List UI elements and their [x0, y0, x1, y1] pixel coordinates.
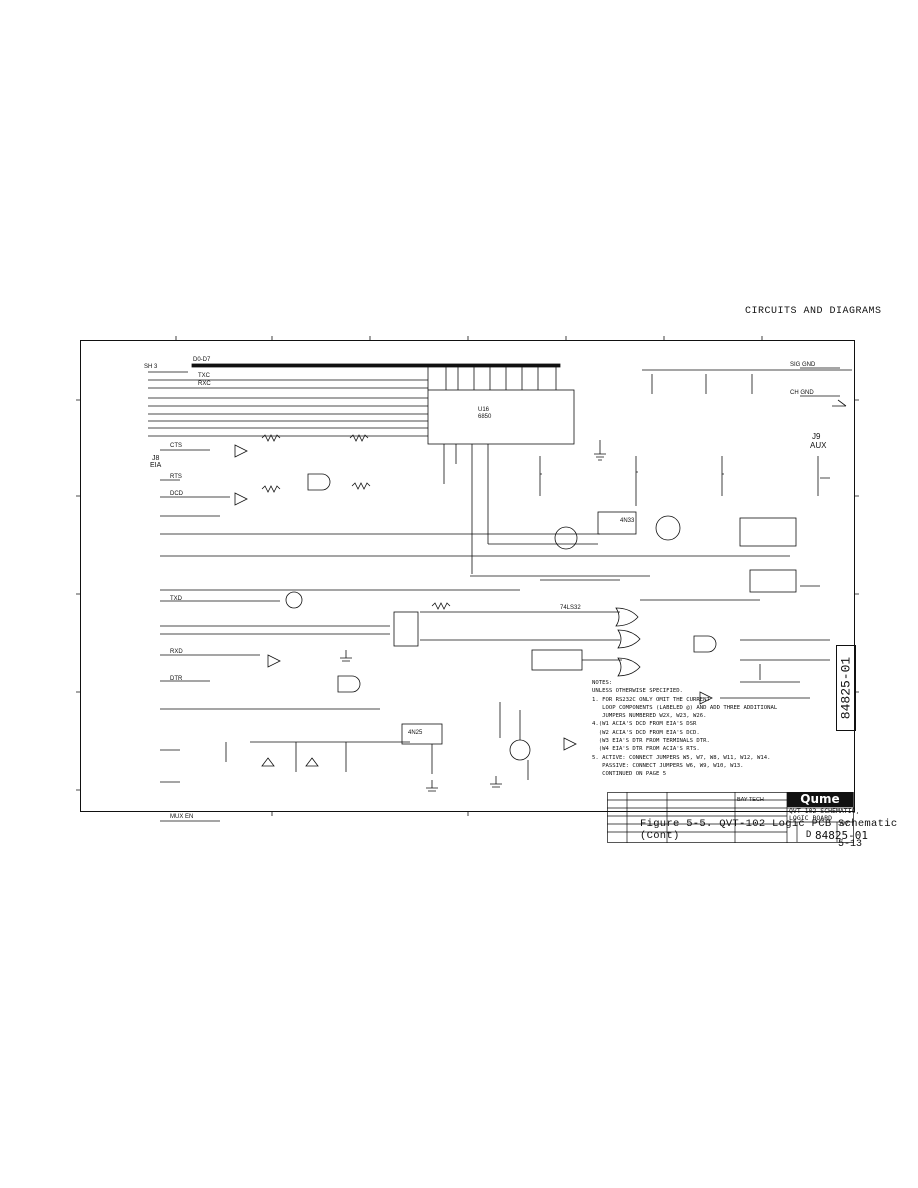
u4-part: 74LS32 [560, 605, 581, 611]
signal-sig-gnd: SIG GND [790, 362, 816, 368]
j8-ref: J8 [152, 455, 160, 462]
signal-ch-gnd: CH GND [790, 390, 814, 396]
notes-line: PASSIVE: CONNECT JUMPERS W6, W9, W10, W1… [592, 762, 744, 769]
notes-title: NOTES: [592, 680, 613, 686]
title-block-grid [607, 792, 854, 843]
signal-rxc: RXC [198, 381, 211, 387]
j9-ref: J9 [812, 432, 821, 441]
sheet-ref-label: SH 3 [144, 364, 158, 370]
notes-line: (W2 ACIA'S DCD FROM EIA'S DCD. [592, 729, 700, 736]
signal-rxd: RXD [170, 649, 183, 655]
u15-part: 4N25 [408, 730, 423, 736]
signal-rts: RTS [170, 474, 182, 480]
notes-line: 1. FOR RS232C ONLY OMIT THE CURRENT [592, 696, 710, 703]
schematic-sheet [80, 340, 855, 812]
notes-block: NOTES: UNLESS OTHERWISE SPECIFIED. 1. FO… [592, 679, 777, 779]
title-dwg-no: 84825-01 [815, 829, 868, 842]
signal-dcd: DCD [170, 491, 183, 497]
notes-line: 5. ACTIVE: CONNECT JUMPERS W5, W7, W8, W… [592, 754, 771, 761]
page-number: 5-13 [838, 839, 863, 850]
title-line-1: QVT-102 SCHEMATIC, [789, 807, 860, 815]
qume-logo: Qume [787, 792, 853, 807]
notes-line: (W4 EIA'S DTR FROM ACIA'S RTS. [592, 746, 700, 753]
title-sheet: 6/7 [840, 822, 849, 828]
page-header: CIRCUITS AND DIAGRAMS [745, 306, 882, 317]
figure-caption: Figure 5-5. QVT-102 Logic PCB Schematic … [640, 818, 898, 842]
signal-txc: TXC [198, 373, 210, 379]
notes-line: 4.(W1 ACIA'S DCD FROM EIA'S DSR [592, 721, 697, 728]
side-drawing-id: 84825-01 [836, 645, 856, 731]
j8-name: EIA [150, 462, 162, 469]
u11-part: 4N33 [620, 518, 635, 524]
notes-line: (W3 EIA'S DTR FROM TERMINALS DTR. [592, 738, 710, 745]
title-line-2: LOGIC BOARD [789, 814, 833, 822]
j9-name: AUX [810, 441, 827, 450]
u16-ref: U16 [478, 407, 490, 413]
title-size: D [806, 830, 812, 840]
signal-txd: TXD [170, 596, 182, 602]
title-company: BAY TECH [737, 797, 764, 803]
notes-line: JUMPERS NUMBERED W2X, W23, W26. [592, 713, 707, 720]
signal-mux-en: MUX EN [170, 814, 194, 820]
notes-line: CONTINUED ON PAGE 5 [592, 771, 667, 778]
u16-part: 6850 [478, 414, 492, 420]
title-text: QVT-102 SCHEMATIC, LOGIC BOARD [789, 808, 859, 822]
notes-line: UNLESS OTHERWISE SPECIFIED. [592, 688, 683, 695]
data-bus-label: D0-D7 [193, 357, 211, 363]
notes-line: LOOP COMPONENTS (LABELED @) AND ADD THRE… [592, 704, 778, 711]
signal-cts: CTS [170, 443, 182, 449]
signal-dtr: DTR [170, 676, 183, 682]
